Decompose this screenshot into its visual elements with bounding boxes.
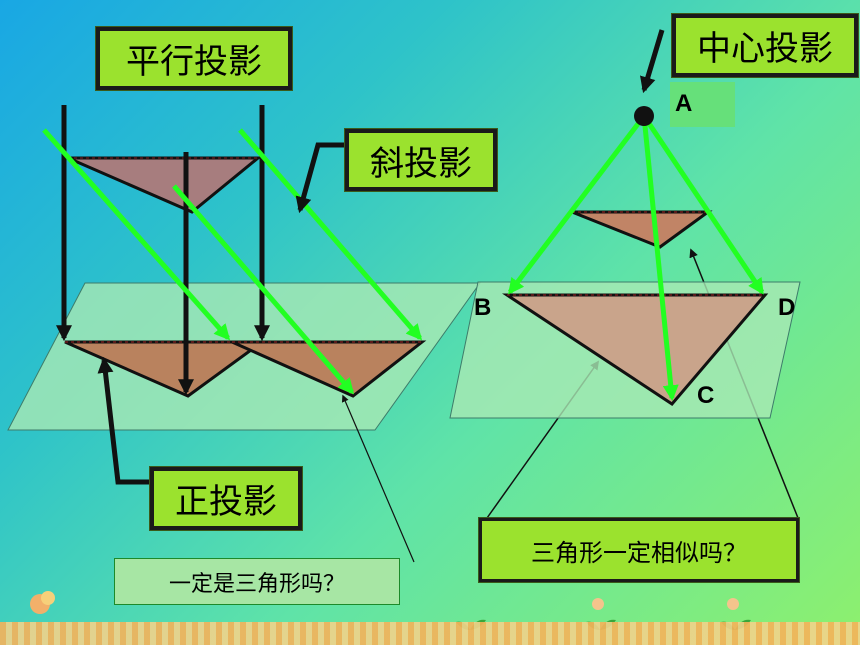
central-label-pointer: [640, 29, 665, 94]
central-ray-to-d: [641, 114, 765, 295]
point-d-label: D: [778, 294, 796, 321]
question-triangle-text: 一定是三角形吗？: [168, 571, 345, 597]
central-object-triangle: [571, 210, 713, 249]
oblique-ray-3: [238, 128, 423, 341]
flower-decoration: [30, 591, 739, 614]
question-similar-box: 三角形一定相似吗？: [479, 518, 799, 582]
oblique-ray-2: [172, 184, 355, 395]
orthographic-label-pointer: [97, 356, 152, 485]
oblique-ray-1: [42, 128, 231, 341]
central-ray-to-c: [641, 115, 679, 402]
question-similar-text: 三角形一定相似吗？: [531, 538, 747, 567]
oblique-projection-triangle: [231, 340, 427, 398]
central-projection-text: 中心投影: [697, 29, 833, 69]
parallel-projection-label: 平行投影: [96, 27, 292, 90]
orthographic-projection-text: 正投影: [175, 482, 277, 522]
parallel-projection-text: 平行投影: [126, 42, 262, 82]
left-object-triangle: [67, 156, 263, 214]
central-projection-label: 中心投影: [672, 14, 858, 77]
central-ray-to-b: [508, 114, 646, 295]
point-a-label-bg: [670, 82, 735, 127]
oblique-projection-label: 斜投影: [345, 129, 497, 191]
point-a: [634, 106, 654, 126]
oblique-label-pointer: [295, 142, 345, 214]
orthographic-projection-label: 正投影: [150, 467, 302, 530]
decorative-ground-strip: [0, 622, 860, 645]
point-b-label: B: [474, 294, 492, 321]
oblique-projection-text: 斜投影: [370, 143, 472, 184]
question-triangle-box: 一定是三角形吗？: [114, 558, 400, 605]
point-a-label: A: [675, 90, 693, 117]
question-left-pointer: [341, 394, 415, 563]
point-c-label: C: [697, 382, 715, 409]
